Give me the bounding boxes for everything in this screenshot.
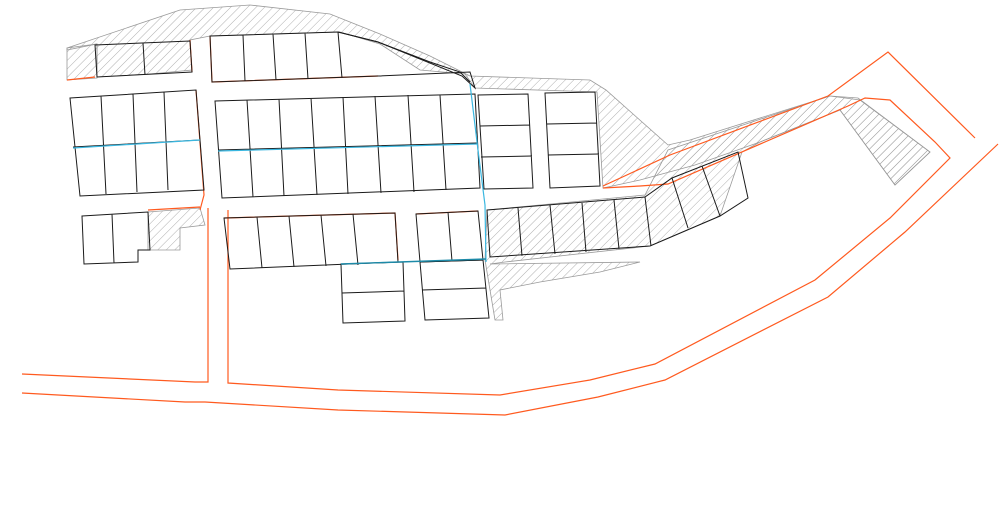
lot-top-road-curve — [337, 31, 471, 83]
lot-block-east-a — [477, 93, 534, 190]
utility-south-line — [340, 258, 487, 265]
lot-block-south-west — [81, 211, 151, 265]
lot-block-south-hang-b — [419, 259, 490, 321]
lot-block-east-row — [486, 151, 749, 258]
hatch-mid-left — [147, 207, 206, 251]
lot-block-west — [69, 89, 205, 197]
hatch-left-small — [66, 43, 98, 81]
lot-block-central — [214, 93, 481, 199]
lot-block-top-left — [94, 40, 193, 78]
lot-block-south-row — [223, 212, 399, 270]
road-main-lower-edge — [21, 143, 999, 416]
lot-block-south-pair — [415, 210, 484, 263]
road-main-upper-edge — [21, 97, 951, 396]
lot-block-south-hang-a — [340, 261, 406, 324]
utility-vertical-line — [469, 83, 487, 263]
utility-lines — [72, 83, 487, 265]
utility-central-line — [217, 143, 478, 152]
lot-block-top-middle — [209, 31, 477, 90]
road-upper-right — [602, 51, 976, 187]
lot-block-east-b — [544, 91, 601, 189]
hatched-slope-areas — [66, 4, 931, 321]
hatch-right-band — [484, 95, 931, 321]
utility-west-line — [72, 139, 201, 149]
road-mid-edge — [223, 210, 479, 261]
